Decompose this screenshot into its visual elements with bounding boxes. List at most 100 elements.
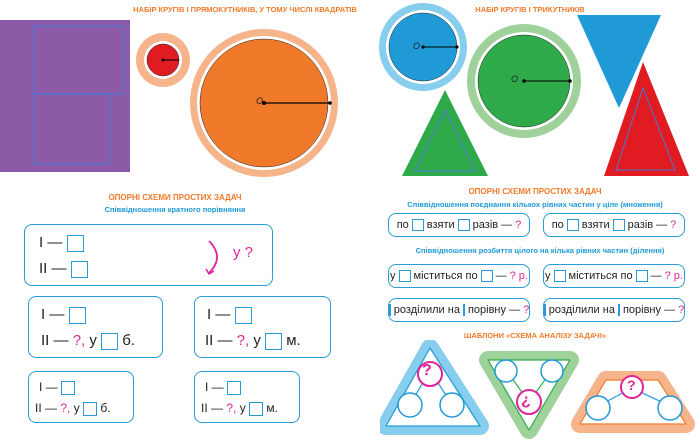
pill-text: у: [390, 270, 396, 282]
template-1-top-circle: [417, 361, 443, 387]
pill-text: —: [495, 270, 507, 282]
schema1-answer-q: ?: [244, 244, 254, 261]
template-3-top-circle: [620, 375, 644, 399]
analysis-templates: [380, 340, 695, 439]
blank-box[interactable]: [457, 219, 470, 231]
pill-text: по: [551, 219, 564, 231]
schema1-row2: II —: [39, 260, 67, 277]
blank-box[interactable]: [543, 304, 546, 316]
pill-text: міститься по: [413, 270, 478, 282]
schema2-u: у: [89, 332, 97, 349]
pill-q: ?: [523, 304, 530, 316]
pill-q: ?: [670, 219, 677, 231]
blank-box[interactable]: [480, 270, 493, 282]
template-1-left-circle: [397, 392, 423, 418]
schema5-u: у: [239, 401, 246, 415]
blank-box[interactable]: [68, 306, 86, 324]
schema-box-2: I — II — ?, у б.: [28, 296, 163, 358]
right-sub2: Співвідношення розбиття цілого на кілька…: [415, 246, 665, 255]
right-header: НАБІР КРУГІВ І ТРИКУТНИКІВ: [475, 5, 585, 14]
template-1-right-circle: [439, 392, 465, 418]
template-3-right-circle: [657, 395, 683, 421]
blue-triangle: [577, 15, 661, 108]
schema-box-3: I — II — ?, у м.: [194, 296, 331, 358]
schema3-u: у: [253, 332, 261, 349]
division-scheme-4: розділили на порівну — ?: [543, 298, 685, 322]
template-3-question: ?: [627, 377, 636, 393]
pill-text: по: [396, 219, 409, 231]
right-shapes: [379, 3, 689, 176]
schema3-q: ?,: [236, 332, 250, 349]
template-2-question: ¿: [521, 392, 531, 409]
blank-box[interactable]: [553, 270, 566, 282]
schema5-row1: I —: [205, 380, 224, 394]
blank-box[interactable]: [227, 380, 242, 395]
pill-text: взяти: [581, 219, 610, 231]
purple-square: [0, 20, 130, 172]
blank-box[interactable]: [462, 304, 465, 316]
schema-box-4: I — II — ?, у б.: [28, 371, 134, 423]
schema5-row2: II —: [201, 401, 224, 415]
schema5-q: ?,: [226, 401, 237, 415]
brace-arc: [205, 240, 218, 275]
blank-box[interactable]: [635, 270, 648, 282]
left-section-title: ОПОРНІ СХЕМИ ПРОСТИХ ЗАДАЧ: [108, 193, 242, 202]
left-shapes: [0, 20, 338, 177]
schema1-row1: I —: [39, 234, 63, 251]
inner-rect-outline: [33, 93, 110, 165]
multiply-scheme-1: по взяти разів —?: [388, 213, 530, 237]
schema4-q: ?,: [60, 401, 71, 415]
right-sub1: Співвідношення поєднання кількох рівних …: [407, 200, 663, 209]
blank-box[interactable]: [398, 270, 411, 282]
blank-box[interactable]: [249, 401, 264, 416]
pill-text: —: [650, 270, 662, 282]
multiply-scheme-2: по взяти разів —?: [543, 213, 685, 237]
blank-box[interactable]: [617, 304, 620, 316]
schema2-unit: б.: [122, 332, 135, 349]
pill-text: розділили на: [548, 304, 615, 316]
blank-box[interactable]: [612, 219, 625, 231]
pill-q: ?: [678, 304, 685, 316]
origin-label-left: O: [256, 96, 264, 106]
blank-box[interactable]: [234, 306, 252, 324]
pill-text: міститься по: [568, 270, 633, 282]
pill-text: разів —: [472, 219, 513, 231]
schema3-row1: I —: [207, 306, 231, 323]
blank-box[interactable]: [101, 332, 119, 350]
pill-q: ?: [515, 219, 522, 231]
red-triangle: [604, 62, 689, 176]
pill-text: взяти: [426, 219, 455, 231]
blank-box[interactable]: [83, 401, 98, 416]
division-scheme-3: розділили на порівну — ?: [388, 298, 530, 322]
pill-q: ? р.: [664, 270, 683, 282]
division-scheme-2: у міститься по —? р.: [543, 264, 685, 288]
division-scheme-1: у міститься по —? р.: [388, 264, 530, 288]
pill-text: у: [545, 270, 551, 282]
left-section-subtitle: Співвідношення кратного порівняння: [104, 205, 246, 214]
schema-box-5: I — II — ?, у м.: [194, 371, 300, 423]
red-triangle-outline: [615, 86, 676, 171]
pill-q: ? р.: [509, 270, 528, 282]
template-2-bottom-circle: [516, 389, 542, 415]
template-2-left-circle: [494, 359, 518, 383]
origin-label-blue: O: [413, 41, 421, 51]
right-section-title: ОПОРНІ СХЕМИ ПРОСТИХ ЗАДАЧ: [468, 187, 602, 196]
blank-box[interactable]: [411, 219, 424, 231]
blank-box[interactable]: [66, 234, 84, 252]
blank-box[interactable]: [566, 219, 579, 231]
blank-box[interactable]: [388, 304, 391, 316]
schema4-row2: II —: [35, 401, 58, 415]
pill-text: порівну —: [622, 304, 676, 316]
right-sub3: ШАБЛОНИ «СХЕМА АНАЛІЗУ ЗАДАЧІ»: [463, 331, 607, 340]
blank-box[interactable]: [70, 260, 88, 278]
pill-text: порівну —: [467, 304, 521, 316]
schema2-q: ?,: [72, 332, 86, 349]
template-2-right-circle: [540, 359, 564, 383]
schema4-unit: б.: [100, 401, 111, 415]
schema-box-1: I — II — у ?: [24, 224, 273, 286]
pill-text: разів —: [627, 219, 668, 231]
blank-box[interactable]: [61, 380, 76, 395]
pill-text: розділили на: [393, 304, 460, 316]
blank-box[interactable]: [265, 332, 283, 350]
schema2-row2: II —: [41, 332, 69, 349]
